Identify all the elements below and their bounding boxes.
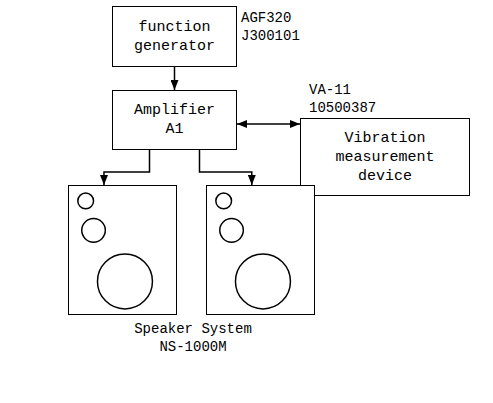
speaker-group: Speaker System NS-1000M (60, 182, 330, 364)
driver-circle (216, 193, 232, 209)
model-label: VA-11 10500387 (309, 81, 399, 117)
amplifier-box: Amplifier A1 (112, 90, 237, 150)
speaker-cabinet (206, 185, 315, 315)
instrument-box: Vibration measurement deviceVA-11 105003… (300, 118, 470, 196)
driver-circle (97, 254, 152, 309)
driver-circle (235, 254, 290, 309)
speaker-label: Speaker System NS-1000M (118, 320, 268, 356)
signal-connector (174, 67, 176, 90)
speaker-drivers (69, 186, 176, 314)
box-label: function generator (125, 18, 225, 56)
signal-connector (104, 150, 150, 185)
signal-connector (200, 150, 252, 185)
driver-circle (82, 219, 106, 243)
signal-connector (237, 123, 300, 125)
box-label: Vibration measurement device (310, 129, 460, 186)
driver-circle (220, 219, 244, 243)
instrument-box: function generatorAGF320 J300101 (112, 6, 237, 67)
driver-circle (78, 193, 94, 209)
speaker-drivers (207, 186, 314, 314)
speaker-cabinet (68, 185, 177, 315)
box-label: Amplifier A1 (125, 101, 225, 139)
model-label: AGF320 J300101 (241, 9, 316, 45)
